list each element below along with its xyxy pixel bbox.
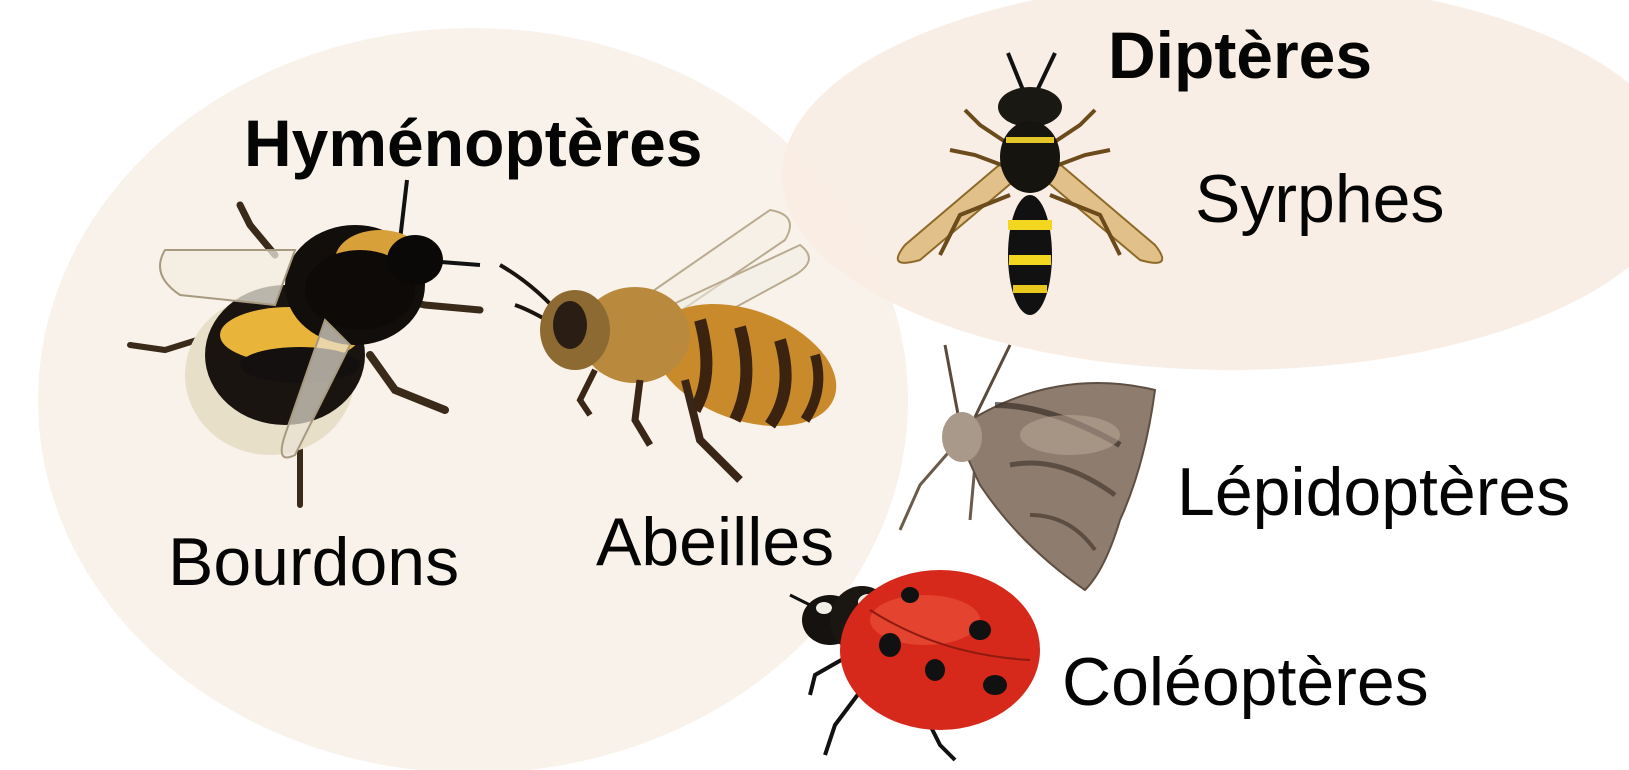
bumblebee-icon bbox=[125, 175, 485, 515]
moth-icon bbox=[900, 345, 1170, 595]
honeybee-icon bbox=[500, 205, 850, 495]
bumblebee-label: Bourdons bbox=[168, 528, 459, 596]
lepidoptera-label: Lépidoptères bbox=[1177, 458, 1570, 526]
ladybird-icon bbox=[790, 560, 1050, 765]
hoverfly-label: Syrphes bbox=[1195, 165, 1444, 233]
hymenoptera-title: Hyménoptères bbox=[244, 110, 703, 176]
coleoptera-label: Coléoptères bbox=[1062, 648, 1429, 716]
hoverfly-icon bbox=[880, 45, 1180, 320]
